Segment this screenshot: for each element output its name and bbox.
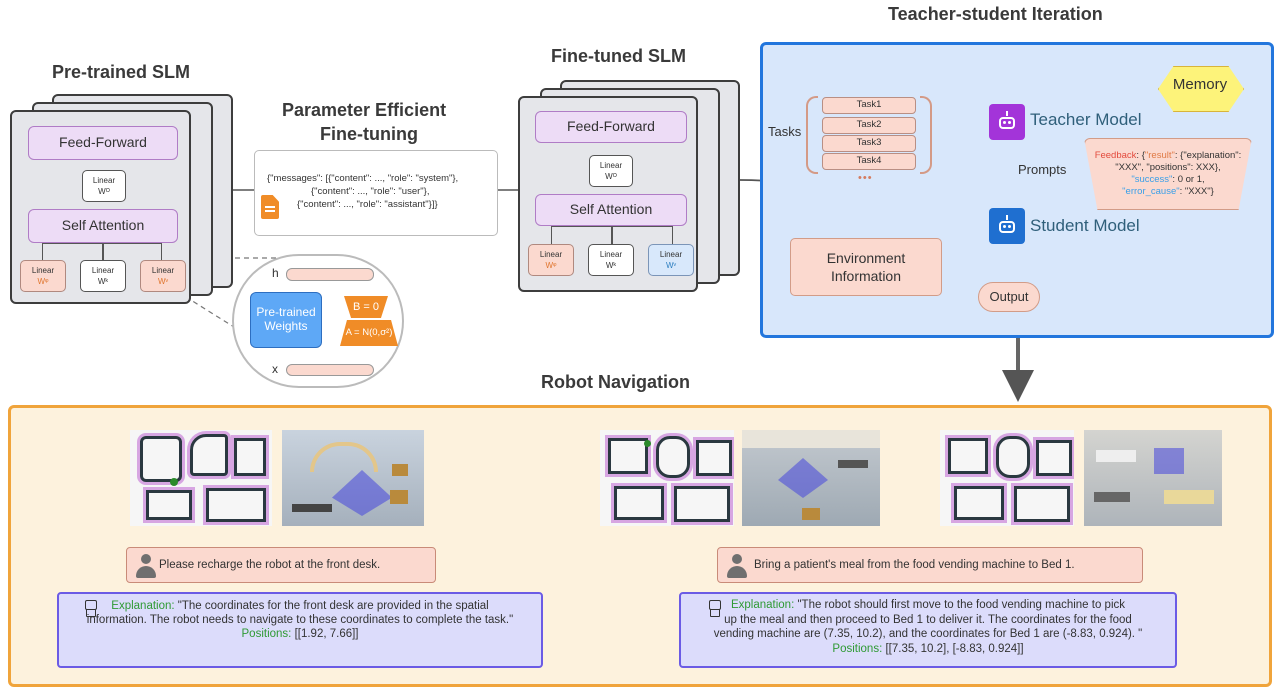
tasks-ellipsis: ••• [858,172,873,184]
tasks-left-brace [806,96,818,174]
feedback-box: Feedback: {"result": {"explanation": "XX… [1084,138,1252,210]
left-explanation-line2: information. The robot needs to navigate… [86,614,514,626]
right-occupancy-map-end [940,430,1074,526]
left-command-text: Please recharge the robot at the front d… [159,559,381,571]
left-occupancy-map [130,430,272,526]
training-message-box: {"messages": [{"content": ..., "role": "… [254,150,498,236]
task-item: Task1 [822,97,916,114]
user-icon [135,554,157,578]
student-robot-icon [989,208,1025,244]
environment-label-line1: Environment [826,250,906,266]
right-3d-scene-end [1084,430,1222,526]
output-node: Output [978,282,1040,312]
environment-label-line2: Information [830,268,902,284]
right-response-box: Explanation: "The robot should first mov… [679,592,1177,668]
student-model-label: Student Model [1030,216,1140,235]
peft-title-line2: Fine-tuning [320,124,418,144]
task-item: Task2 [822,117,916,134]
finetuned-branch-mid [611,226,613,244]
finetuned-title: Fine-tuned SLM [551,46,686,66]
lora-input-bar [286,364,374,376]
teacher-model-label: Teacher Model [1030,110,1142,129]
robot-icon [83,598,97,617]
document-icon [261,195,279,219]
right-command-text: Bring a patient's meal from the food ven… [754,559,1075,571]
lora-matrix-b: B = 0 [344,296,388,318]
left-3d-scene [282,430,424,526]
right-explanation-line3: vending machine are (7.35, 10.2), and th… [713,628,1143,640]
user-icon [726,554,748,578]
finetuned-self-attention: Self Attention [535,194,687,226]
teacher-robot-icon [989,104,1025,140]
lora-pretrained-weights: Pre-trained Weights [250,292,322,348]
right-occupancy-map-start [600,430,734,526]
teacher-student-title: Teacher-student Iteration [888,4,1103,24]
left-response-box: Explanation: "The coordinates for the fr… [57,592,543,668]
finetuned-feed-forward: Feed-Forward [535,111,687,143]
pretrained-feed-forward: Feed-Forward [28,126,178,160]
task-item: Task3 [822,135,916,152]
right-command-box: Bring a patient's meal from the food ven… [717,547,1143,583]
lora-matrix-a: A = N(0,σ²) [340,320,398,346]
lora-output-bar [286,268,374,281]
left-command-box: Please recharge the robot at the front d… [126,547,436,583]
right-3d-scene-start [742,430,880,526]
tasks-label: Tasks [768,124,802,139]
tasks-right-brace [920,96,932,174]
robot-icon [707,598,721,617]
navigation-title: Robot Navigation [541,372,690,392]
lora-h-label: h [272,266,279,280]
task-item: Task4 [822,153,916,170]
prompts-label: Prompts [1018,162,1067,177]
right-explanation-line2: up the meal and then proceed to Bed 1 to… [724,613,1132,626]
memory-label: Memory [1172,76,1228,93]
environment-info-box: Environment Information [790,238,942,296]
lora-x-label: x [272,362,278,376]
pretrained-title: Pre-trained SLM [52,62,191,82]
message-line-3: {"content": ..., "role": "assistant"}]} [297,199,438,210]
peft-title-line1: Parameter Efficient [282,100,447,120]
message-line-2: {"content": ..., "role": "user"}, [311,186,430,197]
pretrained-branch-mid [102,243,104,260]
pretrained-self-attention: Self Attention [28,209,178,243]
message-line-1: {"messages": [{"content": ..., "role": "… [267,173,459,184]
memory-node [1158,66,1244,112]
